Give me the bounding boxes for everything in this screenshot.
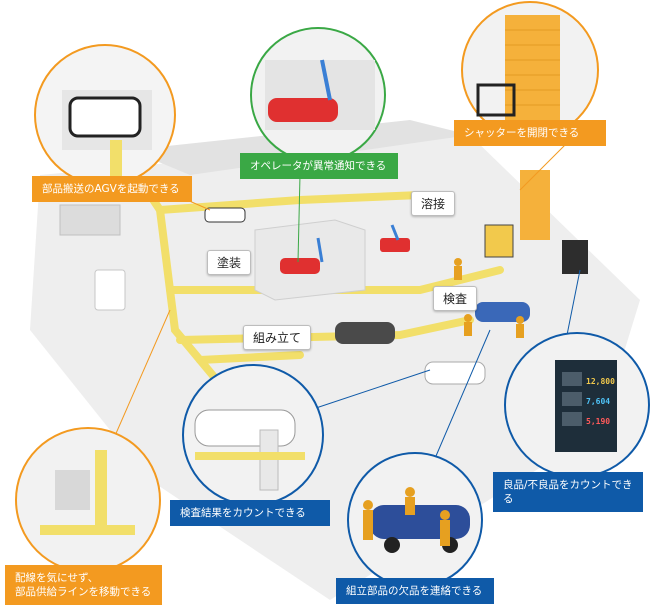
car-blue <box>475 302 530 322</box>
circle-shutter <box>461 1 599 139</box>
callout-wiring: 配線を気にせず、 部品供給ラインを移動できる <box>5 565 162 605</box>
machine-unit <box>94 269 126 311</box>
robot-arm <box>316 237 324 263</box>
callout-count: 良品/不良品をカウントできる <box>493 472 643 512</box>
label-painting: 塗装 <box>207 250 252 275</box>
label-inspection: 検査 <box>433 286 478 311</box>
shutter-floor <box>520 170 550 240</box>
forklift <box>484 224 514 258</box>
workers <box>454 258 524 338</box>
monitor-floor <box>562 240 588 274</box>
callout-inspection: 検査結果をカウントできる <box>170 500 330 526</box>
circle-agv <box>34 44 176 186</box>
circle-operator <box>250 27 386 163</box>
callout-agv: 部品搬送のAGVを起動できる <box>32 176 192 202</box>
counter-value-2: 7,604 <box>586 397 610 406</box>
counter-value-3: 5,190 <box>586 417 610 426</box>
car-white <box>424 361 486 385</box>
callout-operator: オペレータが異常通知できる <box>240 153 398 179</box>
circle-missing-parts <box>347 452 483 588</box>
circle-inspection <box>182 364 324 506</box>
counter-value-1: 12,800 <box>586 377 615 386</box>
painting-booth-car <box>280 258 320 274</box>
circle-count: 12,800 7,604 5,190 <box>504 332 650 478</box>
welding-cart <box>380 238 410 252</box>
parts-rack <box>59 204 121 236</box>
circle-wiring <box>15 427 161 573</box>
callout-shutter: シャッターを開閉できる <box>454 120 606 146</box>
label-assembly: 組み立て <box>243 325 312 350</box>
callout-missing-parts: 組立部品の欠品を連絡できる <box>336 578 494 604</box>
welding-robot-arm <box>390 224 400 241</box>
car-dark <box>335 322 395 344</box>
label-welding: 溶接 <box>411 191 456 216</box>
agv-floor <box>204 207 246 223</box>
